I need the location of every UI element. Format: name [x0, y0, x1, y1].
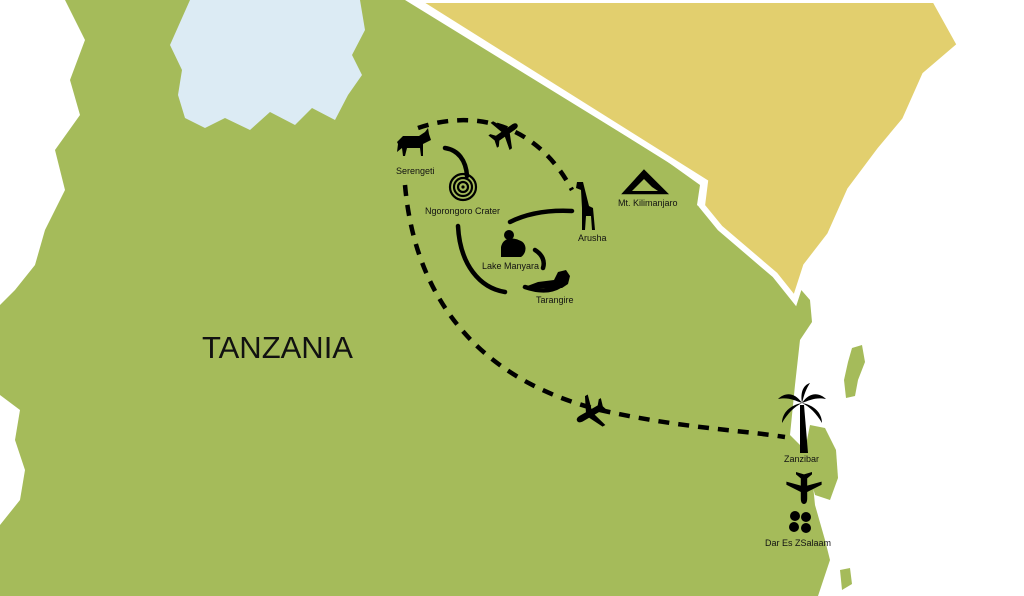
place-label-arusha: Arusha — [578, 233, 607, 243]
lake-victoria — [170, 0, 365, 130]
place-label-manyara: Lake Manyara — [482, 261, 539, 271]
pemba-island — [844, 345, 865, 398]
flower-icon — [789, 511, 811, 533]
mountain-icon — [621, 169, 670, 195]
crater-icon — [448, 172, 478, 202]
giraffe-icon — [576, 182, 595, 230]
zanzibar-island — [806, 425, 838, 500]
road-manyara-tarangire — [532, 247, 546, 271]
place-label-ngorongoro: Ngorongoro Crater — [425, 206, 500, 216]
road-serengeti-ngorongoro — [442, 145, 470, 179]
lake-tanganyika-edge — [0, 395, 25, 525]
place-label-zanzibar: Zanzibar — [784, 454, 819, 464]
mafia-island — [840, 568, 852, 590]
west-coast-shape — [0, 0, 85, 305]
lion-icon — [522, 270, 570, 288]
indian-ocean — [793, 0, 1024, 596]
flight-route-serengeti-zanzibar — [402, 184, 786, 440]
wildebeest-icon — [397, 128, 431, 156]
place-label-dar: Dar Es ZSalaam — [765, 538, 831, 548]
road-ngorongoro-tarangire — [455, 223, 508, 295]
place-label-serengeti: Serengeti — [396, 166, 435, 176]
monkey-icon — [501, 230, 526, 257]
kenya-land — [409, 0, 964, 307]
country-label: TANZANIA — [202, 330, 353, 365]
place-label-kilimanjaro: Mt. Kilimanjaro — [618, 198, 678, 208]
road-ngorongoro-arusha — [507, 208, 575, 225]
tanzania-land — [0, 0, 830, 596]
palm-tree-icon — [778, 383, 826, 453]
place-label-tarangire: Tarangire — [536, 295, 574, 305]
